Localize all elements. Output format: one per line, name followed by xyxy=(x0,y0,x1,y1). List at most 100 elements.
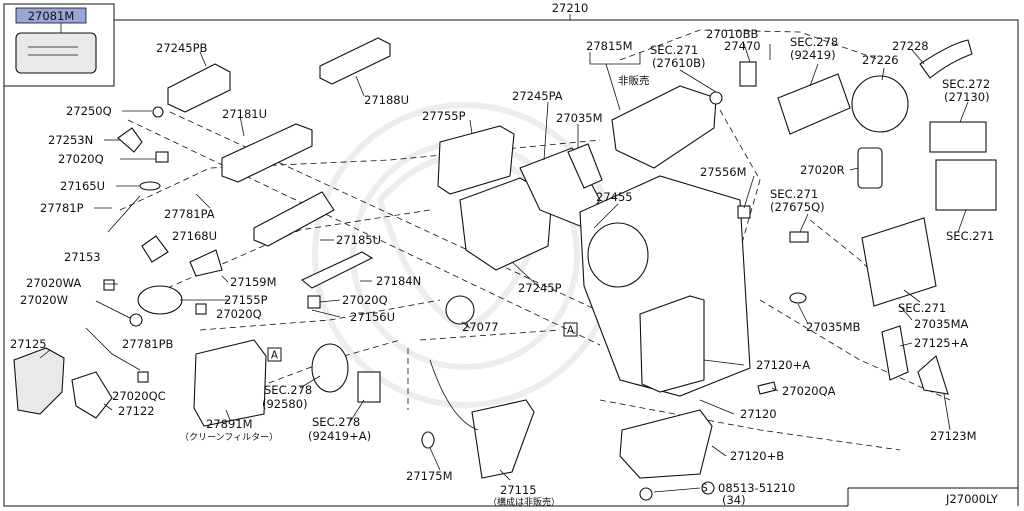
label-27035M: 27035M xyxy=(556,111,603,125)
view-marker-box-b xyxy=(563,322,578,337)
label-sec278-a: SEC.278 xyxy=(264,383,312,397)
diagram-frame xyxy=(3,3,1019,507)
label-27891M: 27891M xyxy=(206,417,253,431)
part-27781PB xyxy=(85,327,141,371)
part-27155P xyxy=(137,285,183,315)
label-27155P: 27155P xyxy=(224,293,268,307)
part-27181U xyxy=(221,123,313,183)
label-sec272-sub: (27130) xyxy=(944,90,990,104)
label-27781PA: 27781PA xyxy=(164,207,215,221)
label-27020QA: 27020QA xyxy=(782,384,836,398)
label-27123M: 27123M xyxy=(930,429,977,443)
part-27245P xyxy=(459,177,553,271)
part-27556M xyxy=(737,205,751,219)
part-27130 xyxy=(929,121,987,153)
label-27122: 27122 xyxy=(118,404,155,418)
label-08513-sub: (34) xyxy=(722,493,746,507)
part-27122 xyxy=(71,371,113,419)
label-27188U: 27188U xyxy=(364,93,409,107)
label-27120B: 27120+B xyxy=(730,449,784,463)
callout-labels: 27210 J27000LY 27245PB 27250Q 27253N 270… xyxy=(10,1,999,508)
part-blower-housing xyxy=(587,222,649,288)
label-27020QC: 27020QC xyxy=(112,389,166,403)
part-08513-bolt xyxy=(639,487,653,501)
bolt-symbol xyxy=(701,481,715,495)
part-27175M xyxy=(421,431,435,449)
label-27250Q: 27250Q xyxy=(66,104,112,118)
label-sec271-b-sub: (27675Q) xyxy=(770,200,825,214)
label-27184N: 27184N xyxy=(376,274,421,288)
part-27245PB xyxy=(167,63,231,113)
label-sec278-a-sub: (92580) xyxy=(262,397,308,411)
label-sec271-a: SEC.271 xyxy=(650,43,698,57)
label-27020W: 27020W xyxy=(20,293,68,307)
part-92419 xyxy=(777,73,851,135)
label-27020WA: 27020WA xyxy=(26,276,81,290)
part-27815M xyxy=(611,85,717,169)
label-27245PA: 27245PA xyxy=(512,89,563,103)
label-ref-code: J27000LY xyxy=(945,492,999,506)
part-27188U xyxy=(319,37,391,85)
part-27035M xyxy=(567,143,603,189)
label-27245PB: 27245PB xyxy=(156,41,208,55)
part-27125A xyxy=(881,325,909,381)
label-sec271-a-sub: (27610B) xyxy=(652,56,705,70)
part-27891M xyxy=(193,339,267,427)
label-27035MB: 27035MB xyxy=(806,320,861,334)
part-27020Q-c xyxy=(307,295,321,309)
part-27020QA xyxy=(757,381,777,395)
part-27125 xyxy=(13,347,65,415)
label-27781PB: 27781PB xyxy=(122,337,174,351)
label-27228: 27228 xyxy=(892,39,929,53)
part-27020W xyxy=(129,313,143,327)
label-27253N: 27253N xyxy=(48,133,93,147)
part-heater-core-27115 xyxy=(471,399,535,479)
label-27168U: 27168U xyxy=(172,229,217,243)
label-27115: 27115 xyxy=(500,483,537,497)
bolt-symbol-letter: S xyxy=(701,483,708,495)
view-marker-box-a xyxy=(267,347,282,362)
label-sec278-c-sub: (92419) xyxy=(790,48,836,62)
label-27020Q-b: 27020Q xyxy=(216,307,262,321)
label-27156U: 27156U xyxy=(350,310,395,324)
part-27226 xyxy=(851,75,909,133)
label-27125: 27125 xyxy=(10,337,47,351)
label-sec271-c: SEC.271 xyxy=(946,229,994,243)
label-sec271-d: SEC.271 xyxy=(898,301,946,315)
label-27470: 27470 xyxy=(724,39,761,53)
part-27250Q xyxy=(152,106,164,118)
label-27210: 27210 xyxy=(552,1,589,15)
view-marker-a: A xyxy=(271,350,279,362)
label-sec272: SEC.272 xyxy=(942,77,990,91)
part-27470 xyxy=(739,61,757,87)
label-27175M: 27175M xyxy=(406,469,453,483)
label-27226: 27226 xyxy=(862,53,899,67)
label-27455: 27455 xyxy=(596,190,633,204)
part-27610B xyxy=(709,91,723,105)
label-27165U: 27165U xyxy=(60,179,105,193)
label-27159M: 27159M xyxy=(230,275,277,289)
part-27020Q-a xyxy=(155,151,169,163)
part-27159M xyxy=(189,249,223,277)
label-27120: 27120 xyxy=(740,407,777,421)
part-27781PA xyxy=(195,193,211,209)
inset-27081M: 27081M xyxy=(15,7,97,74)
label-27020Q-c: 27020Q xyxy=(342,293,388,307)
part-27253N xyxy=(117,127,143,153)
inset-sec271 xyxy=(935,159,997,211)
label-27125A: 27125+A xyxy=(914,336,968,350)
inset-part-number: 27081M xyxy=(28,9,75,23)
label-sec278-b: SEC.278 xyxy=(312,415,360,429)
label-27020R: 27020R xyxy=(800,163,845,177)
part-27123M xyxy=(917,355,949,395)
part-27153 xyxy=(141,235,169,263)
part-27035MB xyxy=(789,292,807,304)
part-27228 xyxy=(919,39,973,79)
part-27781P xyxy=(107,195,141,233)
part-92580-filter xyxy=(311,343,349,393)
label-27815M: 27815M xyxy=(586,39,633,53)
part-92419A xyxy=(357,371,381,403)
view-marker-b: A xyxy=(567,325,575,337)
label-not-for-sale: 非販売 xyxy=(618,74,650,87)
part-27165U xyxy=(139,181,161,191)
